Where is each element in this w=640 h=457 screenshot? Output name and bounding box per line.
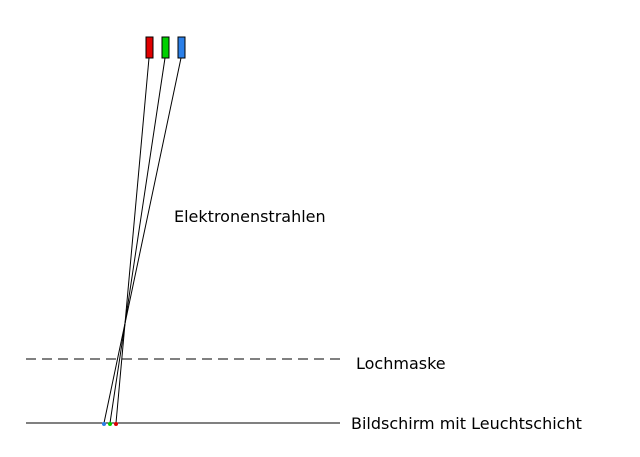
screen-label: Bildschirm mit Leuchtschicht [351, 414, 582, 433]
beam-blue [103, 57, 182, 424]
phosphor-dot-green [108, 422, 112, 426]
electron-beams [103, 57, 182, 424]
electron-guns [145, 36, 186, 59]
electron-gun-green [161, 36, 170, 59]
electron-gun-blue [177, 36, 186, 59]
beam-red [115, 57, 150, 424]
electron-beams-label: Elektronenstrahlen [174, 207, 326, 226]
phosphor-dot-blue [102, 422, 106, 426]
phosphor-dot-red [114, 422, 118, 426]
shadow-mask-label: Lochmaske [356, 354, 446, 373]
beam-green [109, 57, 166, 424]
electron-gun-red [145, 36, 154, 59]
phosphor-dots [102, 422, 118, 426]
